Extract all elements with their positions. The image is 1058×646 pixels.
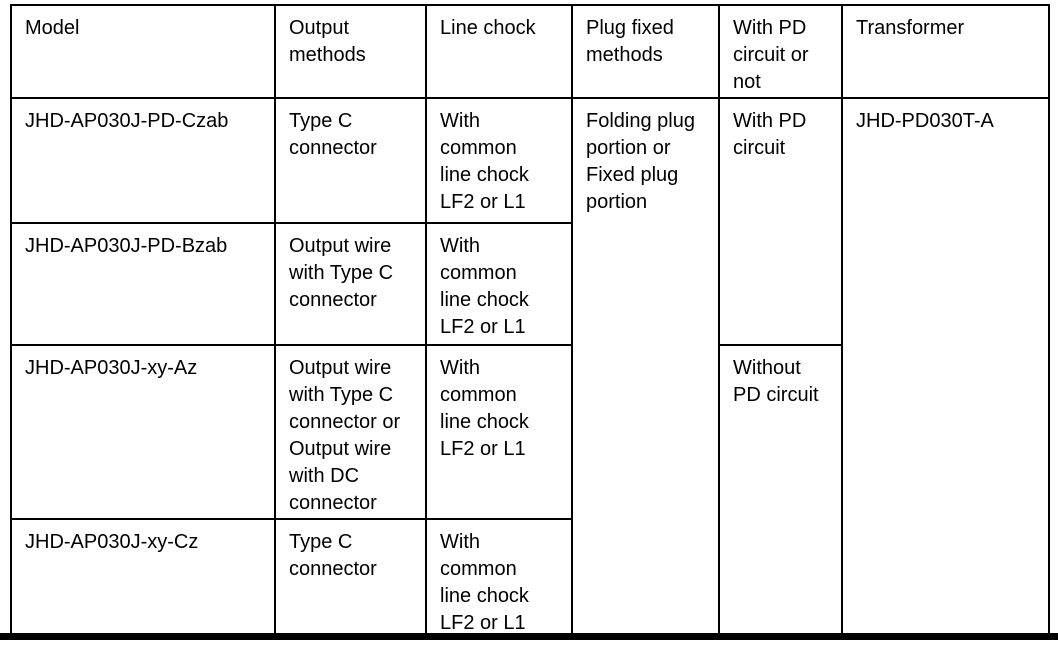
header-output-methods: Output methods <box>274 4 427 99</box>
cell-model-3: JHD-AP030J-xy-Az <box>10 344 276 520</box>
table-header-row: Model Output methods Line chock Plug fix… <box>10 4 1050 99</box>
header-plug-fixed-methods: Plug fixed methods <box>571 4 720 99</box>
header-pd-circuit: With PD circuit or not <box>718 4 843 99</box>
cell-pd-with-merged: With PD circuit <box>718 97 843 346</box>
cell-chock-1: With common line chock LF2 or L1 <box>425 97 573 224</box>
table-row: JHD-AP030J-PD-Czab Type C connector With… <box>10 97 1050 639</box>
cell-plug-fixed-merged: Folding plug portion or Fixed plug porti… <box>571 97 720 639</box>
cell-chock-4: With common line chock LF2 or L1 <box>425 518 573 639</box>
cell-output-2: Output wire with Type C connector <box>274 222 427 346</box>
table-row: JHD-AP030J-xy-Cz Type C connector With c… <box>10 518 1049 639</box>
header-line-chock: Line chock <box>425 4 573 99</box>
cell-model-4: JHD-AP030J-xy-Cz <box>10 518 276 639</box>
cell-model-1: JHD-AP030J-PD-Czab <box>10 97 276 224</box>
cell-transformer-merged: JHD-PD030T-A <box>841 97 1050 639</box>
header-model: Model <box>10 4 276 99</box>
spec-table: Model Output methods Line chock Plug fix… <box>10 4 1050 639</box>
cell-output-1: Type C connector <box>274 97 427 224</box>
header-transformer: Transformer <box>841 4 1050 99</box>
page-bottom-divider <box>0 633 1058 640</box>
cell-chock-2: With common line chock LF2 or L1 <box>425 222 573 346</box>
cell-output-4: Type C connector <box>274 518 427 639</box>
cell-model-2: JHD-AP030J-PD-Bzab <box>10 222 276 346</box>
cell-chock-3: With common line chock LF2 or L1 <box>425 344 573 520</box>
cell-output-3: Output wire with Type C connector or Out… <box>274 344 427 520</box>
table-row: JHD-AP030J-PD-Bzab Output wire with Type… <box>10 222 1049 346</box>
cell-pd-without-merged: Without PD circuit <box>718 344 843 639</box>
model-spec-table: Model Output methods Line chock Plug fix… <box>10 4 1050 639</box>
